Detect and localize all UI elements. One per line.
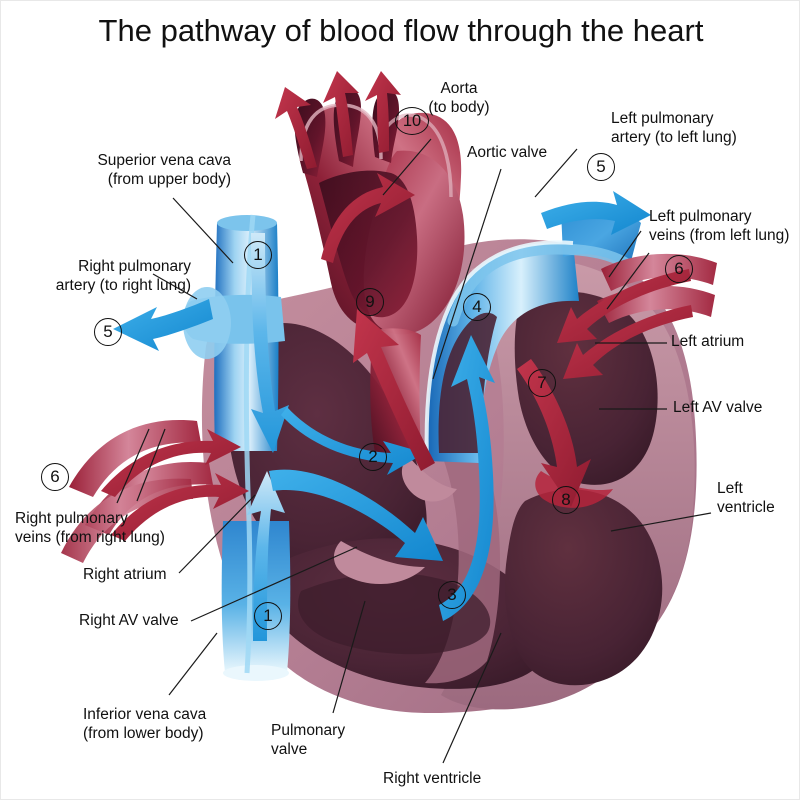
arrow-right-lung-out [113, 299, 213, 351]
step-marker-8[interactable]: 8 [552, 486, 580, 514]
arrow-rpv-2 [111, 473, 249, 541]
leader-left-pulmonary-veins-1 [608, 230, 642, 278]
label-left-atrium: Left atrium [671, 333, 745, 350]
arrow-right-av [269, 469, 443, 561]
pulmonary-valve-leaflets [401, 457, 457, 502]
arrow-ra-fill [281, 407, 425, 475]
arrow-left-av [517, 359, 591, 507]
step-marker-3[interactable]: 3 [438, 581, 466, 609]
leader-left-pulmonary-artery [534, 148, 578, 198]
step-marker-1-ivc[interactable]: 1 [254, 602, 282, 630]
label-right-pulmonary-artery: Right pulmonary artery (to right lung) [55, 258, 191, 294]
leader-left-pulmonary-veins-2 [606, 252, 650, 310]
leader-right-ventricle [442, 632, 502, 764]
label-right-atrium: Right atrium [83, 566, 167, 583]
aorta-lumen [319, 170, 418, 318]
label-left-pulmonary-veins: Left pulmonary veins (from left lung) [649, 208, 790, 244]
step-marker-1-svc[interactable]: 1 [244, 241, 272, 269]
label-inferior-vena-cava: Inferior vena cava (from lower body) [83, 706, 207, 742]
leader-right-atrium [178, 494, 256, 574]
arrow-branch-2 [323, 71, 359, 157]
step-marker-5-left[interactable]: 5 [587, 153, 615, 181]
leader-superior-vena-cava [172, 197, 234, 264]
pulmonary-trunk-rim [424, 240, 574, 462]
arrow-branch-1 [275, 87, 317, 169]
label-right-ventricle: Right ventricle [383, 770, 482, 787]
pulmonary-trunk-lumen [438, 312, 497, 453]
step-marker-2[interactable]: 2 [359, 443, 387, 471]
leader-inferior-vena-cava [168, 632, 218, 696]
step-marker-5-right[interactable]: 5 [94, 318, 122, 346]
leader-right-pulmonary-veins-2 [136, 428, 166, 502]
arrow-pulmonary-outflow [439, 335, 495, 621]
label-left-av-valve: Left AV valve [673, 399, 763, 416]
label-left-pulmonary-artery: Left pulmonary artery (to left lung) [611, 110, 737, 146]
page-title: The pathway of blood flow through the he… [98, 13, 704, 48]
leader-aorta [382, 138, 432, 196]
arrow-branch-3 [365, 71, 401, 153]
pulmonary-arch-highlight [447, 243, 635, 327]
step-marker-6-right[interactable]: 6 [41, 463, 69, 491]
label-aortic-valve: Aortic valve [467, 144, 548, 161]
step-marker-6-left[interactable]: 6 [665, 255, 693, 283]
leader-aortic-valve [432, 168, 502, 380]
step-marker-9[interactable]: 9 [356, 288, 384, 316]
step-marker-7[interactable]: 7 [528, 369, 556, 397]
step-marker-4[interactable]: 4 [463, 293, 491, 321]
vena-cava-highlight-line [243, 214, 256, 674]
label-superior-vena-cava: Superior vena cava (from upper body) [97, 152, 231, 188]
label-left-ventricle: Left ventricle [717, 480, 775, 516]
label-right-pulmonary-veins: Right pulmonary veins (from right lung) [15, 510, 165, 546]
label-aorta: Aorta (to body) [428, 80, 490, 116]
right-av-valve-leaflets [333, 541, 425, 585]
arrow-left-lung-out [541, 191, 651, 235]
right-pulmonary-vein-1 [69, 420, 201, 497]
label-pulmonary-valve: Pulmonary valve [271, 722, 346, 758]
arrow-lpv-1 [557, 269, 691, 343]
arrow-svc-down [251, 233, 289, 453]
leader-left-ventricle [610, 512, 712, 532]
arrow-rpv-1 [101, 429, 241, 497]
leader-pulmonary-valve [332, 600, 366, 714]
arrow-aorta-arch [321, 173, 415, 263]
left-ventricle-chamber [504, 489, 663, 686]
arrow-ivc-up [247, 471, 285, 641]
svc-rim [217, 215, 277, 231]
label-right-av-valve: Right AV valve [79, 612, 179, 629]
ivc-rim [223, 665, 289, 681]
arrow-lpv-2 [563, 305, 693, 379]
leader-right-pulmonary-artery [152, 273, 198, 300]
leader-lines [116, 138, 712, 764]
arrow-aortic-outflow [353, 309, 435, 471]
leader-right-pulmonary-veins-1 [116, 428, 150, 504]
flow-arrows [101, 71, 693, 641]
leader-right-av-valve [190, 546, 358, 622]
step-marker-10[interactable]: 10 [395, 107, 429, 135]
